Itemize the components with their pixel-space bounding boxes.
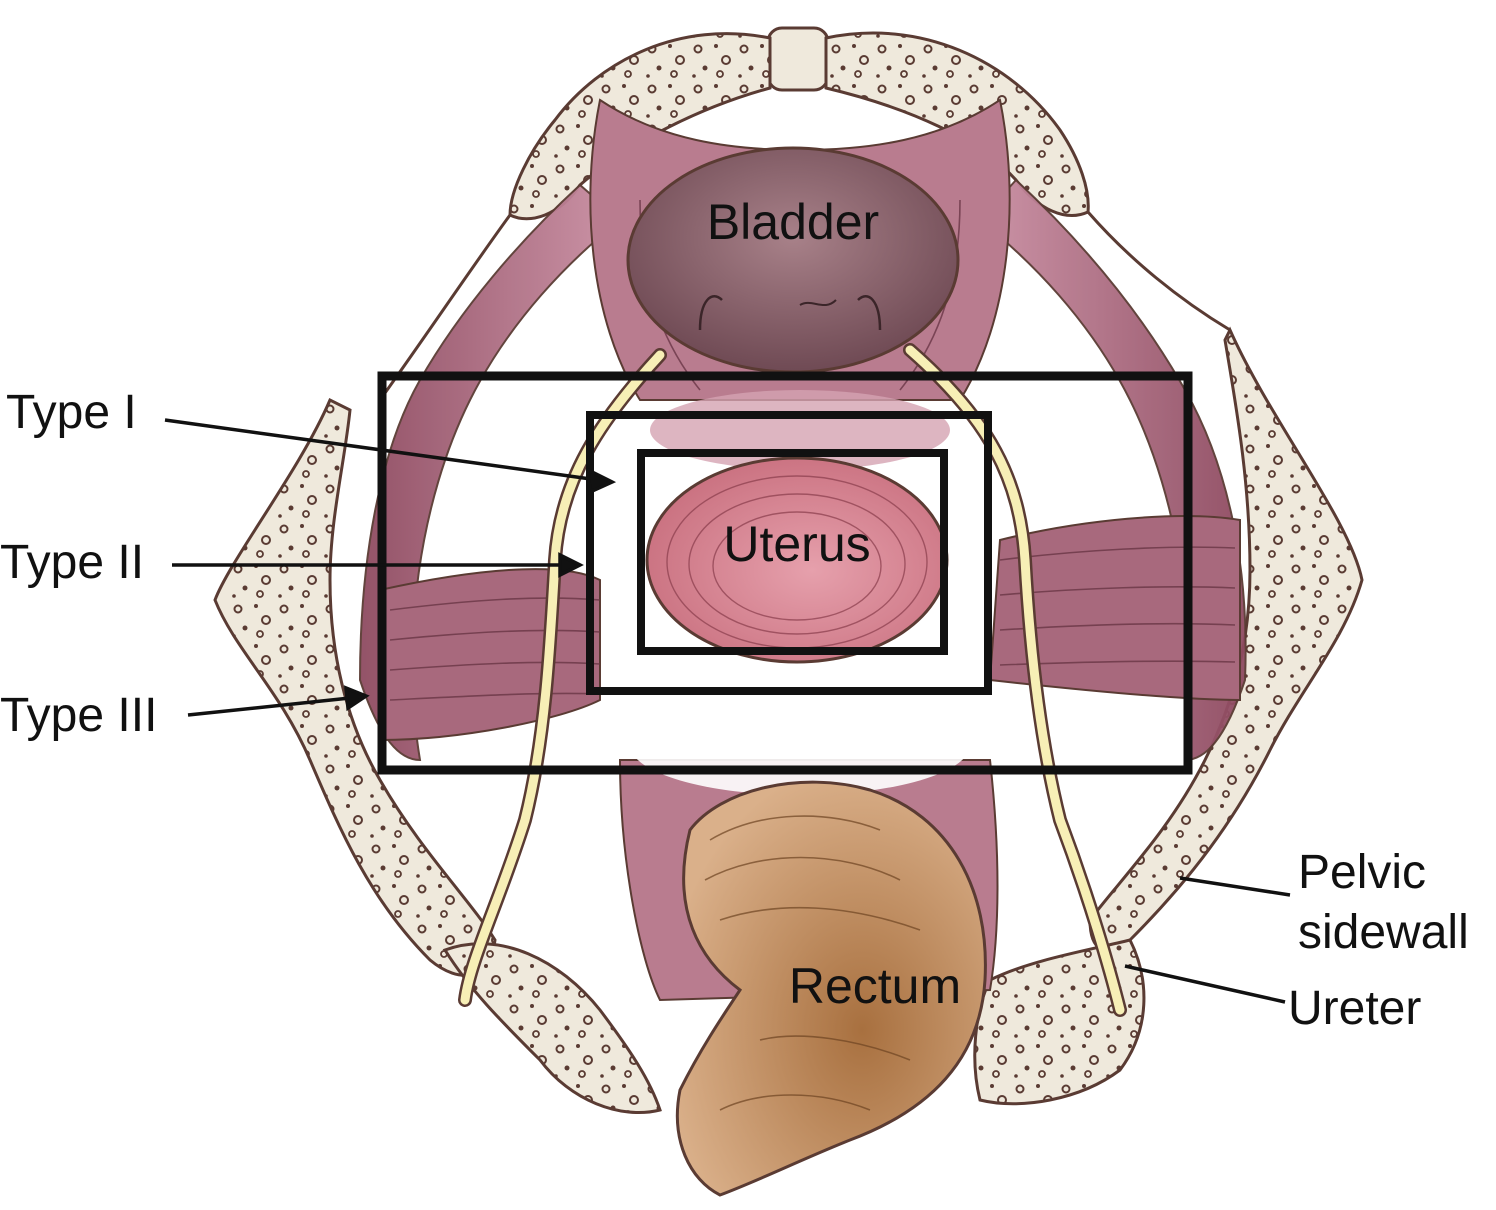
callout-arrows [164, 418, 1291, 1004]
uterus-label: Uterus [723, 516, 870, 572]
bladder-label: Bladder [707, 194, 879, 250]
resection-boxes [377, 371, 1193, 775]
right-cardinal-ligament [988, 515, 1241, 702]
callout-labels: Type I Type II Type III Pelvic sidewall … [0, 386, 1469, 1035]
pubic-symphysis [766, 26, 830, 92]
rectum-label: Rectum [789, 958, 961, 1014]
type-i-box [637, 449, 948, 655]
type-ii-label: Type II [0, 536, 144, 589]
bladder: Bladder [626, 146, 960, 374]
type-i-label: Type I [6, 386, 137, 439]
right-sacral-wing [973, 938, 1146, 1106]
pelvic-sidewall-label-line1: Pelvic [1298, 846, 1426, 899]
ureter-label: Ureter [1288, 982, 1421, 1035]
type-iii-label: Type III [0, 689, 157, 742]
type-iii-box [377, 371, 1193, 775]
rectum: Rectum [675, 780, 987, 1197]
left-cardinal-ligament [379, 568, 601, 742]
left-sacral-wing [442, 942, 662, 1115]
right-ureter [905, 345, 1125, 1015]
uterus: Uterus [645, 456, 949, 664]
pelvic-sidewall-label-line2: sidewall [1298, 906, 1469, 959]
type-ii-box [586, 411, 992, 695]
